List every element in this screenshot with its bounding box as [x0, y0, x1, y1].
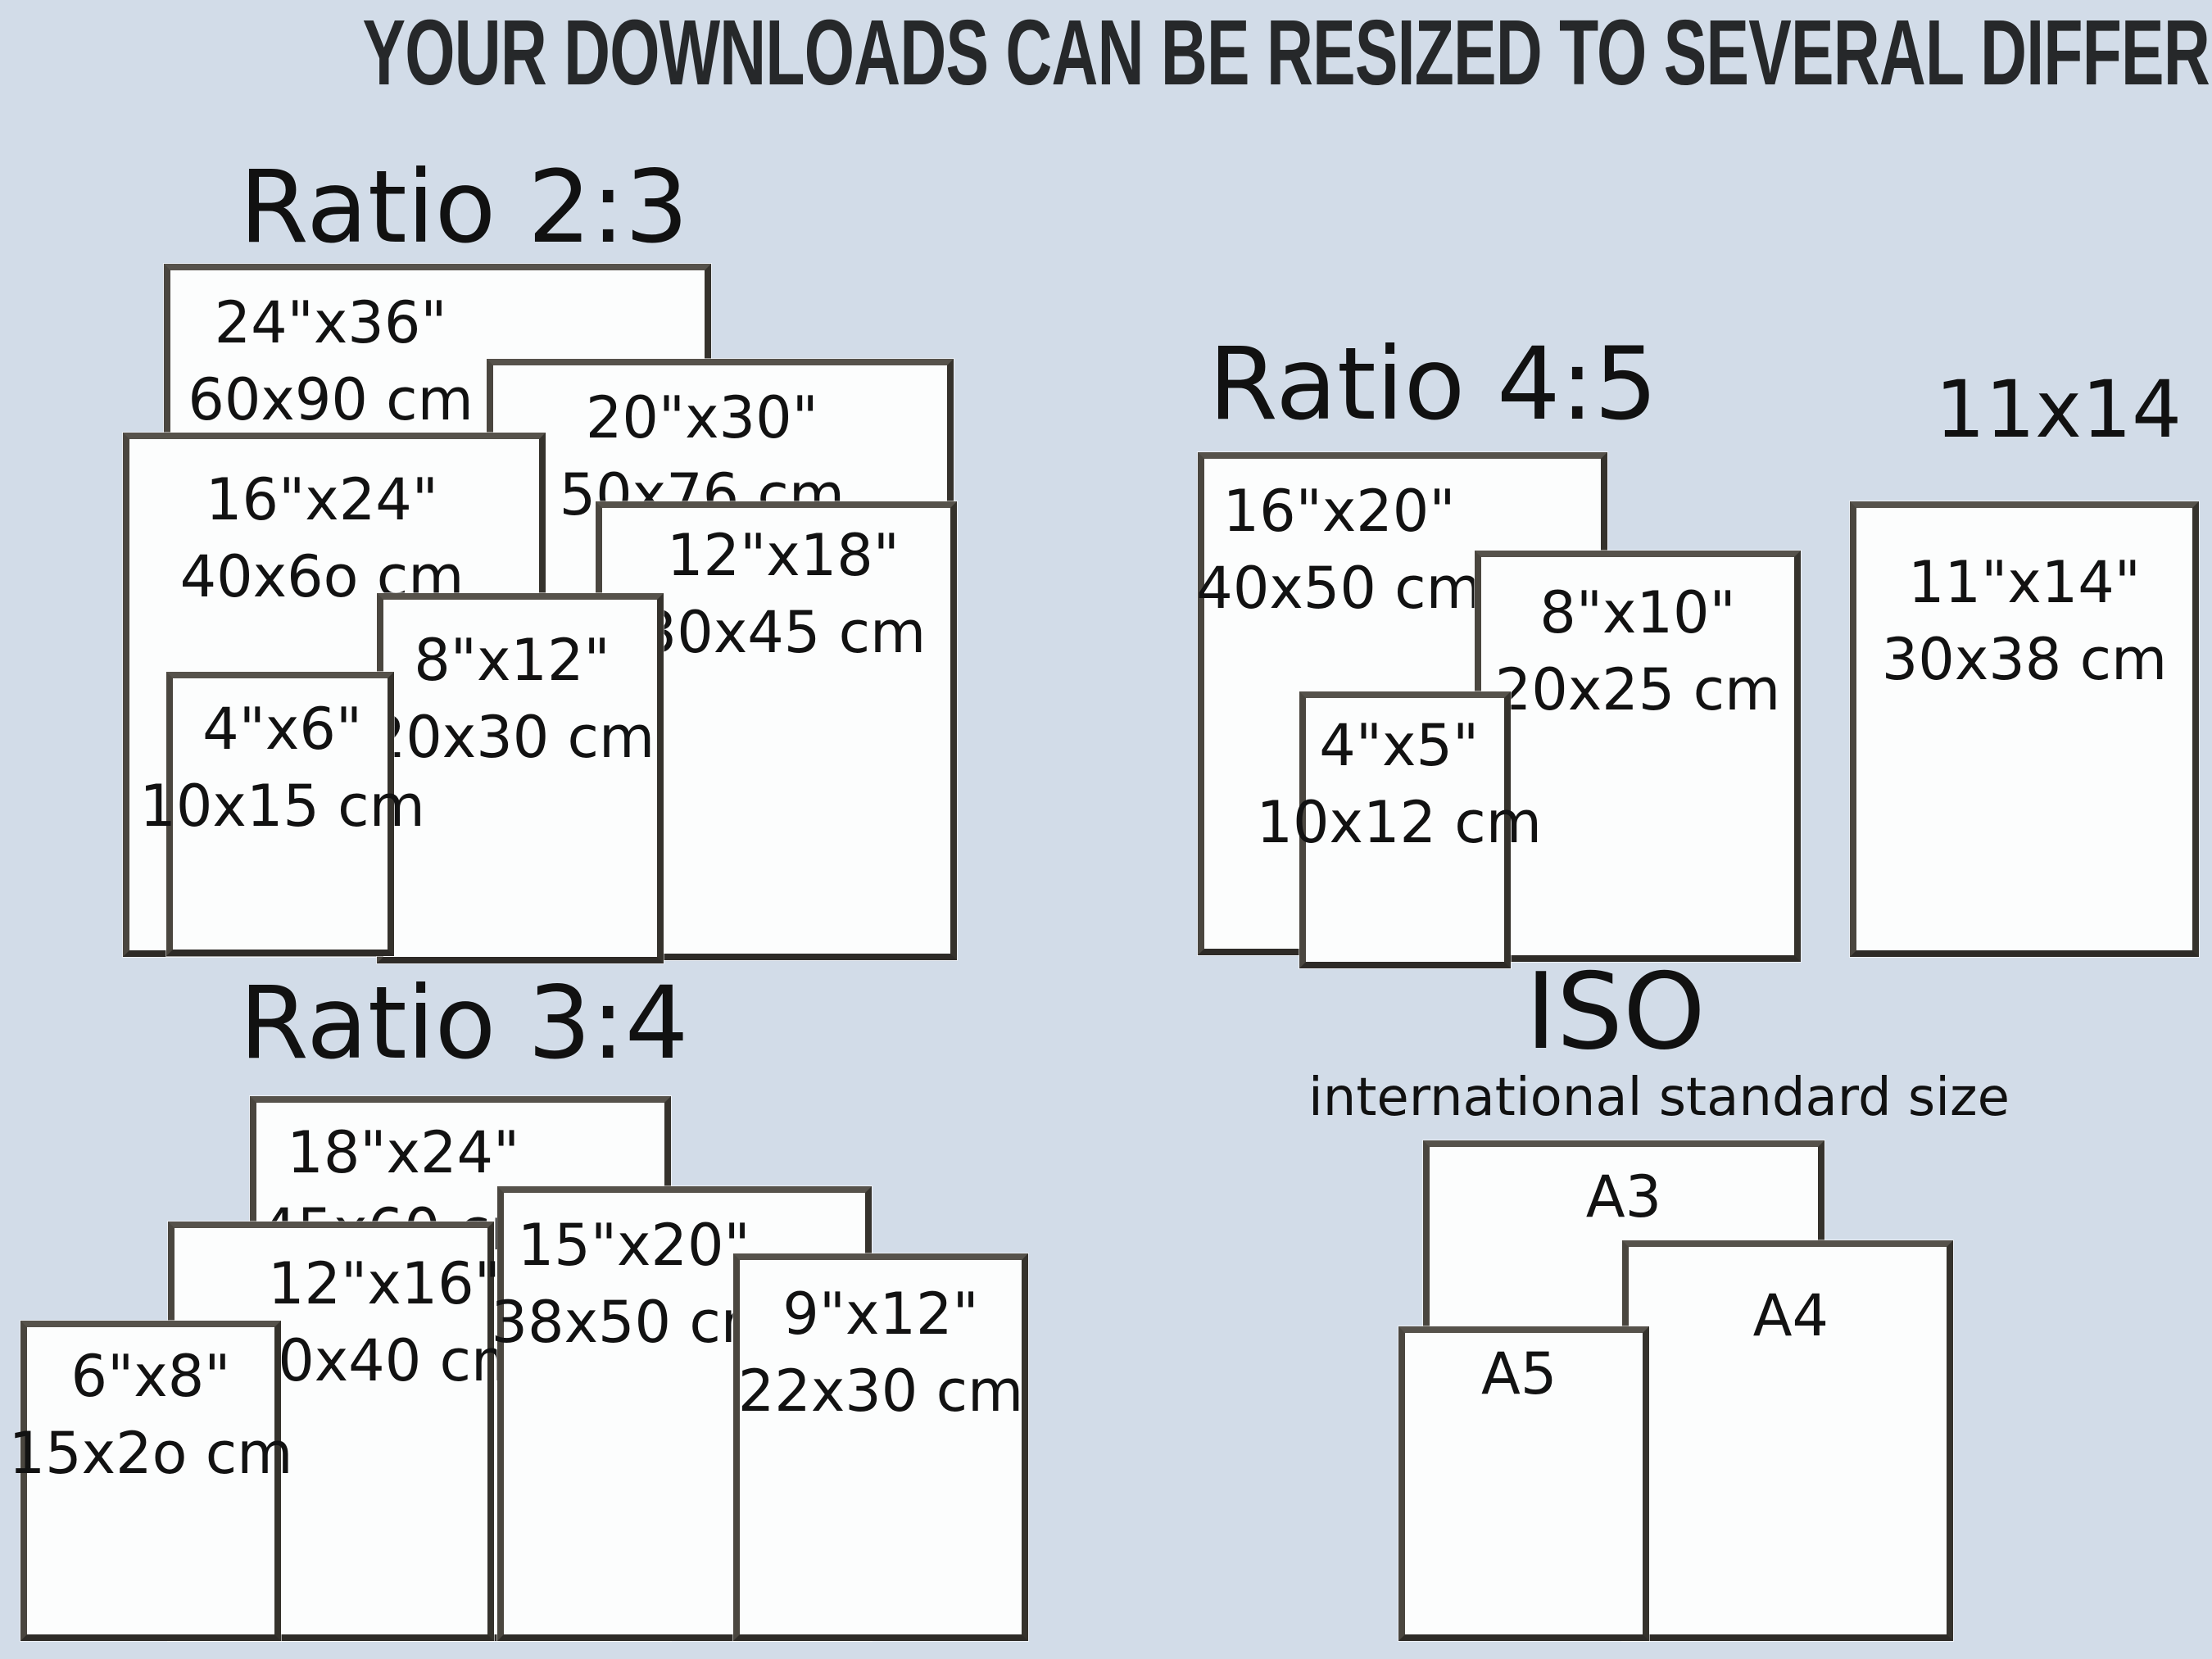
frame-16x24-label: 16"x24" 40x6o cm [180, 470, 465, 606]
frame-8x12-label: 8"x12" 20x30 cm [369, 631, 655, 767]
size-label-cm: 10x15 cm [139, 773, 425, 840]
frame-a4: A4 [1622, 1240, 1953, 1641]
size-label-inches: 9"x12" [782, 1281, 979, 1348]
frame-16x20-label: 16"x20" 40x50 cm [1196, 482, 1482, 618]
size-label-inches: 16"x20" [1222, 478, 1456, 545]
frame-8x10-label: 8"x10" 20x25 cm [1495, 583, 1781, 719]
iso-subtitle: international standard size [1308, 1067, 2010, 1128]
frame-9x12: 9"x12" 22x30 cm [733, 1253, 1028, 1641]
frame-12x18: 12"x18" 30x45 cm [596, 501, 957, 960]
size-label-iso: A3 [1585, 1163, 1662, 1231]
size-label-cm: 30x38 cm [1881, 626, 2168, 693]
size-label-inches: 15"x20" [517, 1212, 750, 1279]
page-title-text: YOUR DOWNLOADS CAN BE RESIZED TO SEVERAL… [362, 1, 2212, 105]
frame-12x16-label: 12"x16" 30x40 cm [242, 1254, 528, 1390]
size-label-cm: 38x50 cm [491, 1289, 777, 1356]
frame-8x12: 8"x12" 20x30 cm [369, 593, 664, 963]
size-label-cm: 30x45 cm [640, 599, 927, 666]
size-label-cm: 60x90 cm [188, 366, 474, 433]
frame-24x36-label: 24"x36" 60x90 cm [188, 293, 474, 429]
size-label-cm: 20x30 cm [369, 704, 655, 771]
size-label-cm: 40x50 cm [1196, 555, 1482, 622]
frame-8x10: 8"x10" 20x25 cm [1475, 551, 1801, 962]
size-label-inches: 24"x36" [214, 289, 447, 356]
page-title: YOUR DOWNLOADS CAN BE RESIZED TO SEVERAL… [0, 7, 2212, 99]
frame-a4-label: A4 [1753, 1286, 1829, 1345]
size-label-inches: 4"x6" [202, 696, 363, 763]
frame-4x6-label: 4"x6" 10x15 cm [139, 700, 425, 836]
size-label-cm: 15x2o cm [8, 1420, 293, 1487]
section-title-11x14: 11x14 [1935, 364, 2183, 456]
size-label-cm: 20x25 cm [1494, 656, 1781, 723]
frame-6x8: 6"x8" 15x2o cm [9, 1321, 292, 1641]
size-label-inches: 18"x24" [287, 1119, 520, 1186]
frame-15x20-label: 15"x20" 38x50 cm [492, 1216, 777, 1352]
size-label-inches: 6"x8" [70, 1343, 231, 1410]
frame-6x8-label: 6"x8" 15x2o cm [9, 1347, 293, 1483]
frame-11x14-label: 11"x14" 30x38 cm [1882, 553, 2168, 689]
section-title-ratio-2-3: Ratio 2:3 [239, 149, 689, 265]
frame-11x14: 11"x14" 30x38 cm [1850, 501, 2199, 957]
section-title-ratio-4-5: Ratio 4:5 [1208, 326, 1658, 442]
frame-a3-label: A3 [1586, 1167, 1661, 1226]
frame-9x12-label: 9"x12" 22x30 cm [738, 1285, 1024, 1421]
size-label-iso: A4 [1752, 1282, 1829, 1349]
size-label-inches: 4"x5" [1319, 712, 1480, 779]
size-label-iso: A5 [1480, 1340, 1557, 1407]
frame-4x5-label: 4"x5" 10x12 cm [1256, 716, 1542, 852]
frame-4x6: 4"x6" 10x15 cm [139, 672, 425, 956]
size-label-cm: 30x40 cm [241, 1327, 528, 1394]
size-label-inches: 11"x14" [1908, 549, 2141, 616]
frame-a5: A5 [1398, 1326, 1649, 1641]
size-label-inches: 8"x12" [414, 627, 610, 694]
size-label-inches: 8"x10" [1539, 579, 1736, 646]
size-label-inches: 12"x16" [267, 1250, 501, 1317]
size-label-inches: 20"x30" [585, 384, 818, 451]
section-title-iso: ISO [1525, 951, 1706, 1073]
section-title-ratio-3-4: Ratio 3:4 [239, 965, 689, 1081]
frame-12x18-label: 12"x18" 30x45 cm [641, 526, 927, 662]
size-label-inches: 16"x24" [206, 466, 438, 533]
size-label-inches: 12"x18" [667, 522, 900, 589]
frame-4x5: 4"x5" 10x12 cm [1256, 691, 1542, 968]
size-label-cm: 10x12 cm [1256, 789, 1542, 856]
size-label-cm: 22x30 cm [737, 1358, 1024, 1425]
frame-a5-label: A5 [1481, 1344, 1557, 1403]
